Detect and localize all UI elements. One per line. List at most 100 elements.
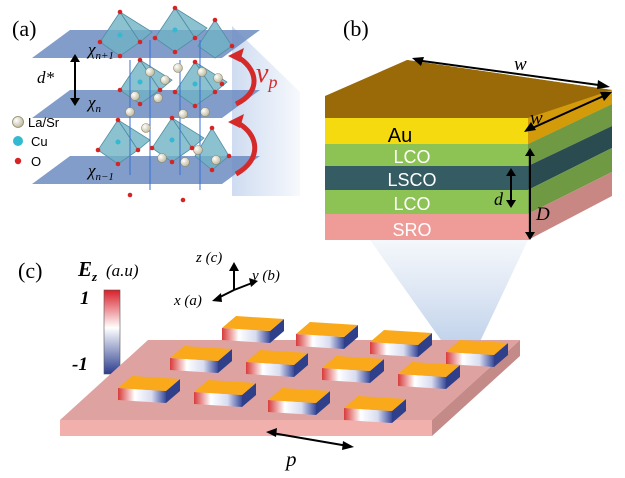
p-arrow-head-right [342, 441, 354, 450]
nu-p-label: νp [256, 58, 277, 92]
d-star-arrowhead-up [70, 54, 80, 62]
pad-side [118, 388, 166, 403]
pad-top [370, 330, 432, 345]
d-arrow-head-down [506, 200, 516, 208]
pad-1-4 [446, 340, 508, 367]
plane-chi-prev [32, 156, 260, 184]
legend-o: O [31, 154, 41, 169]
w-arrow-side-head-left [524, 122, 536, 132]
panel-label-a: (a) [12, 16, 36, 41]
axis-z-label: z (c) [195, 250, 222, 266]
ez-colorbar [103, 289, 121, 375]
pad-edge [370, 359, 384, 383]
pad-top [322, 356, 384, 371]
pad-top [398, 362, 460, 377]
axis-z-head [229, 262, 239, 271]
layer-label-lco-upper: LCO [393, 147, 430, 167]
front-sro [325, 214, 528, 240]
pad-3-4 [344, 396, 406, 423]
pad-side [344, 408, 392, 423]
legend-cu-swatch [13, 136, 23, 146]
pad-top [344, 396, 406, 411]
colorbar-max: 1 [80, 288, 90, 309]
p-arrow-head-left [266, 428, 277, 437]
substrate-side [432, 340, 520, 436]
pad-1-1 [222, 316, 284, 343]
pad-top [118, 376, 180, 391]
panel-b-heterostructure: (b) Au LCO LSCO LCO SRO w [325, 16, 612, 350]
pad-array [118, 316, 508, 423]
pad-edge [270, 319, 284, 343]
side-lco-lower [528, 148, 612, 214]
w-label-side: w [530, 108, 543, 129]
pad-1-3 [370, 330, 432, 357]
pad-2-1 [170, 346, 232, 373]
side-sro [528, 172, 612, 240]
pad-edge [316, 391, 330, 415]
o-atoms [95, 5, 235, 203]
d-star-label: d* [37, 68, 55, 87]
D-label: D [535, 204, 550, 225]
pad-1-2 [296, 322, 358, 349]
layer-label-au: Au [388, 125, 412, 147]
D-arrow-head-down [525, 232, 535, 240]
pad-edge [242, 383, 256, 407]
axis-x-label: x (a) [173, 293, 202, 309]
pad-side [322, 368, 370, 383]
front-lco-lower [325, 190, 528, 214]
pad-top [170, 346, 232, 361]
pad-side [222, 328, 270, 343]
la-sr-atoms [125, 63, 223, 167]
p-label: p [284, 447, 297, 471]
side-lsco [528, 126, 612, 190]
side-au-overlay [528, 90, 612, 144]
stack-top-face-overlay [325, 60, 612, 118]
cu-atoms [115, 27, 198, 145]
axis-x-head [212, 293, 222, 302]
pad-side [398, 374, 446, 389]
legend-la-sr: La/Sr [28, 115, 60, 130]
w-arrow-top-head-left [412, 57, 424, 66]
panel-c-array: (c) Ez (a.u) 1 -1 z (c) y (b) x (a) p [18, 250, 520, 471]
axis-y-label: y (b) [250, 268, 280, 284]
pad-top [194, 380, 256, 395]
panel-label-c: (c) [18, 258, 42, 283]
axis-y-head [249, 278, 258, 287]
pad-top [268, 388, 330, 403]
pad-side [370, 342, 418, 357]
coupling-arrowhead-lower [228, 114, 244, 128]
pad-2-4 [398, 362, 460, 389]
pad-top [222, 316, 284, 331]
plane-chi-next [32, 30, 260, 58]
p-arrow [271, 432, 349, 447]
pad-side [170, 358, 218, 373]
pad-side [446, 352, 494, 367]
w-arrow-side-head-right [600, 92, 612, 101]
pad-top [246, 350, 308, 365]
pad-edge [392, 399, 406, 423]
legend-o-swatch [14, 157, 22, 165]
pad-edge [218, 349, 232, 373]
projection-beam-bc [370, 240, 528, 350]
pad-3-2 [194, 380, 256, 407]
pad-edge [418, 333, 432, 357]
w-arrow-top-head-right [597, 80, 610, 89]
d-star-arrowhead-down [70, 98, 80, 106]
legend-cu: Cu [31, 134, 48, 149]
pad-top [446, 340, 508, 355]
d-arrow-head-up [506, 168, 516, 176]
D-arrow-head-up [525, 148, 535, 156]
pad-3-3 [268, 388, 330, 415]
coupling-arrow-upper [234, 53, 257, 107]
w-arrow-top [414, 59, 607, 87]
w-arrow-side [527, 93, 609, 131]
pad-side [268, 400, 316, 415]
pad-3-1 [118, 376, 180, 403]
layer-label-lco-lower: LCO [393, 194, 430, 214]
pad-edge [446, 365, 460, 389]
coupling-arrowhead-upper [228, 48, 244, 62]
legend-la-sr-swatch [12, 116, 24, 128]
side-lco-upper [528, 104, 612, 166]
pad-2-3 [322, 356, 384, 383]
